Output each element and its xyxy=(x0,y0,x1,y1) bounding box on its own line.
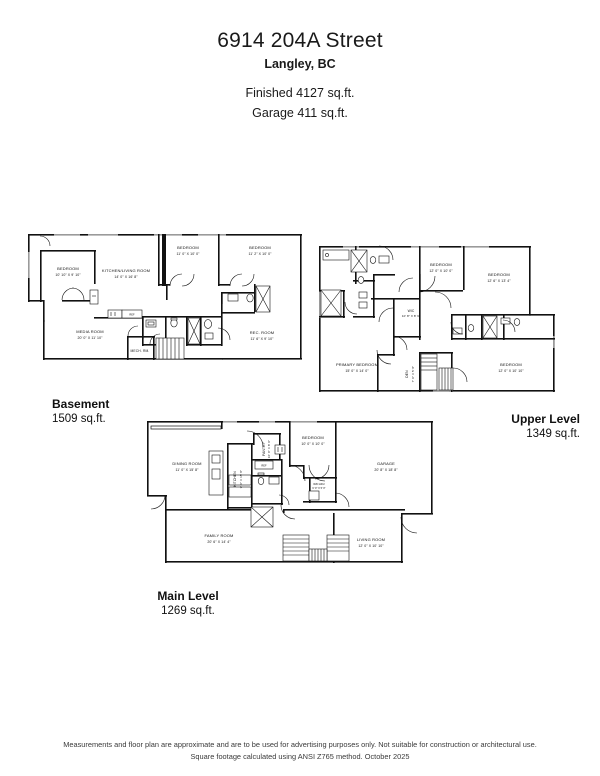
room-label-dim: 11' 0" X 10' 0" xyxy=(177,252,201,256)
room-label-dim: 12' 0" X 10' 10" xyxy=(358,544,384,548)
room-label-dim: 10' 0" X 10' 0" xyxy=(301,442,325,446)
room-label-dim: 7' 0" X 5' 8" xyxy=(411,366,415,383)
area-summary: Finished 4127 sq.ft. Garage 411 sq.ft. xyxy=(0,84,600,123)
disclaimer-line-1: Measurements and floor plan are approxim… xyxy=(63,740,537,749)
room-label-dim: 12' 6" X 13' 4" xyxy=(487,279,511,283)
room-label-name: BEDROOM xyxy=(500,362,522,367)
room-label-name: KITCHEN xyxy=(233,471,237,487)
room-label-dim: 20' 6" X 14' 4" xyxy=(207,540,231,544)
room-label-dim: 12' 0" X 10' 0" xyxy=(429,269,453,273)
upper-level-floorplan: BEDROOM 12' 0" X 10' 0" BEDROOM 12' 6" X… xyxy=(315,240,579,406)
room-label-dim: 10' 8" X 8' 6" xyxy=(402,314,420,318)
room-label-dim: 6' 0" X 5' 0" xyxy=(312,486,325,490)
room-label-name: DINING ROOM xyxy=(172,461,201,466)
room-label-name: PRIMARY BEDROOM xyxy=(336,362,378,367)
basement-floorplan: REF BEDROOM 10' 10" X 9' 10" xyxy=(22,232,310,392)
room-label-name: LIVING ROOM xyxy=(357,537,385,542)
main-stairs xyxy=(282,534,350,562)
room-label-name: BEDROOM xyxy=(430,262,452,267)
main-doors xyxy=(150,430,418,534)
disclaimer-line-2: Square footage calculated using ANSI Z76… xyxy=(190,752,410,762)
plan-header: 6914 204A Street Langley, BC Finished 41… xyxy=(0,28,600,123)
room-label-dim: 20' 8" X 18' 8" xyxy=(374,468,398,472)
room-label-dim: 10' 0" X 8' 0" xyxy=(267,440,271,458)
page-subtitle: Langley, BC xyxy=(264,57,336,72)
room-label-name: BEDROOM xyxy=(249,245,271,250)
room-label-name: WIC xyxy=(408,309,415,313)
garage-area-text: Garage 411 sq.ft. xyxy=(252,105,348,120)
room-label-dim: 11' 6" X 9' 10" xyxy=(251,337,275,341)
room-label-dim: 15' 0" X 14' 0" xyxy=(345,369,369,373)
room-label-name: KITCHEN/LIVING ROOM xyxy=(102,268,150,273)
room-label-name: MECH. RM. xyxy=(131,349,150,353)
room-label-name: GARAGE xyxy=(377,461,395,466)
basement-ref-label: REF xyxy=(129,313,135,317)
room-label-name: FAMILY ROOM xyxy=(204,533,233,538)
main-walls xyxy=(147,421,433,563)
room-label-name: DEN xyxy=(405,370,409,378)
upper-room-labels: BEDROOM 12' 0" X 10' 0" BEDROOM 12' 6" X… xyxy=(336,262,524,382)
room-label-dim: 14' 0" X 16' 8" xyxy=(114,275,138,279)
room-label-name: REC. ROOM xyxy=(250,330,274,335)
room-label-name: PANTRY xyxy=(262,441,266,456)
basement-kitchen-fixtures: REF xyxy=(89,289,143,319)
main-ref-label: REF xyxy=(261,464,267,468)
room-label-dim: 12' 0" X 10' 10" xyxy=(498,369,524,373)
basement-caption: Basement 1509 sq.ft. xyxy=(52,396,109,428)
upper-level-area: 1349 sq.ft. xyxy=(526,428,580,441)
main-level-name: Main Level xyxy=(157,589,219,603)
page-title: 6914 204A Street xyxy=(217,29,383,52)
upper-stairs xyxy=(420,353,454,391)
room-label-name: BEDROOM xyxy=(488,272,510,277)
room-label-name: BEDROOM xyxy=(57,266,79,271)
basement-level-name: Basement xyxy=(52,397,110,411)
room-label-name: BEDROOM xyxy=(177,245,199,250)
main-level-caption: Main Level 1269 sq.ft. xyxy=(118,588,258,620)
main-bath-fixtures xyxy=(257,472,320,501)
upper-level-name: Upper Level xyxy=(511,412,580,426)
finished-area-text: Finished 4127 sq.ft. xyxy=(245,86,355,101)
upper-bath-fixtures xyxy=(320,249,521,339)
main-room-labels: DINING ROOM 11' 0" X 15' 8" KITCHEN 9' 0… xyxy=(172,435,398,548)
basement-level-area: 1509 sq.ft. xyxy=(52,413,106,426)
room-label-dim: 20' 0" X 11' 10" xyxy=(77,336,103,340)
basement-bath-fixtures xyxy=(145,285,271,345)
room-label-dim: 10' 10" X 9' 10" xyxy=(55,273,81,277)
basement-stairs xyxy=(155,337,185,360)
room-label-dim: 9' 0" X 15' 8" xyxy=(239,470,243,488)
basement-doors xyxy=(39,235,255,345)
room-label-name: W/D HDU xyxy=(313,482,325,486)
basement-room-labels: BEDROOM 10' 10" X 9' 10" KITCHEN/LIVING … xyxy=(55,245,274,353)
main-level-area: 1269 sq.ft. xyxy=(161,605,215,618)
main-level-floorplan: REF DINING ROOM 11' 0" X 15' 8" KITCHEN … xyxy=(143,417,447,575)
upper-doors xyxy=(344,245,516,383)
room-label-name: MEDIA ROOM xyxy=(76,329,104,334)
disclaimer: Measurements and floor plan are approxim… xyxy=(0,739,600,763)
basement-walls xyxy=(28,234,302,360)
main-kitchen-fixtures: REF xyxy=(208,444,286,528)
room-label-dim: 11' 0" X 15' 8" xyxy=(176,468,200,472)
upper-level-caption: Upper Level 1349 sq.ft. xyxy=(430,411,580,443)
room-label-name: BEDROOM xyxy=(302,435,324,440)
room-label-dim: 11' 2" X 10' 0" xyxy=(249,252,273,256)
